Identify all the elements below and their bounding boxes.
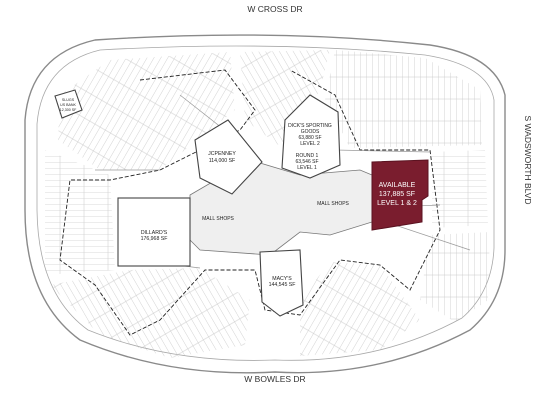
parking-west (45, 150, 115, 275)
dicks-size: 63,880 SF (298, 135, 321, 141)
available-space[interactable] (371, 159, 429, 231)
parking-south (300, 262, 420, 356)
available-size: 137,885 SF (379, 191, 415, 198)
dicks-name-1: DICK'S SPORTING (288, 123, 332, 129)
ring-road-inner (36, 45, 495, 361)
parking-north (240, 50, 330, 150)
available-title: AVAILABLE (379, 182, 416, 189)
available-level: LEVEL 1 & 2 (377, 200, 417, 207)
dillards-name: DILLARD'S (141, 230, 168, 236)
parking-northeast (325, 50, 482, 148)
bank-name-2: US BANK (60, 103, 76, 107)
dicks-round1-building (281, 94, 341, 179)
bank-name-1: SLUGS (62, 98, 75, 102)
parking-east (432, 150, 488, 228)
dicks-name-2: GOODS (301, 129, 320, 135)
jcpenney-building (194, 119, 263, 195)
dicks-level: LEVEL 2 (300, 141, 320, 147)
road-label-south: W BOWLES DR (244, 374, 305, 384)
parking-northwest (58, 52, 235, 170)
round1-level: LEVEL 1 (297, 165, 317, 171)
property-line (59, 69, 441, 336)
bank-size: 12,300 SF (60, 108, 77, 112)
mall-shops-label-east: MALL SHOPS (317, 201, 349, 207)
road-label-north: W CROSS DR (247, 4, 302, 14)
parking-fields (45, 50, 490, 358)
bank-building (54, 89, 83, 119)
dillards-size: 176,968 SF (141, 236, 168, 242)
macys-name: MACY'S (272, 276, 292, 282)
parking-southeast (420, 232, 490, 322)
site-boundary (24, 34, 506, 374)
macys-size: 144,545 SF (269, 282, 296, 288)
round1-name: ROUND 1 (296, 153, 319, 159)
anchor-buildings (54, 89, 341, 317)
dillards-building (117, 197, 191, 267)
mall-shops-label-west: MALL SHOPS (202, 216, 234, 222)
jcpenney-size: 114,000 SF (209, 158, 235, 164)
jcpenney-name: JCPENNEY (208, 151, 236, 157)
parking-southwest (50, 268, 250, 358)
round1-size: 63,546 SF (295, 159, 318, 165)
macys-building (259, 249, 304, 317)
road-label-east: S WADSWORTH BLVD (523, 115, 533, 204)
